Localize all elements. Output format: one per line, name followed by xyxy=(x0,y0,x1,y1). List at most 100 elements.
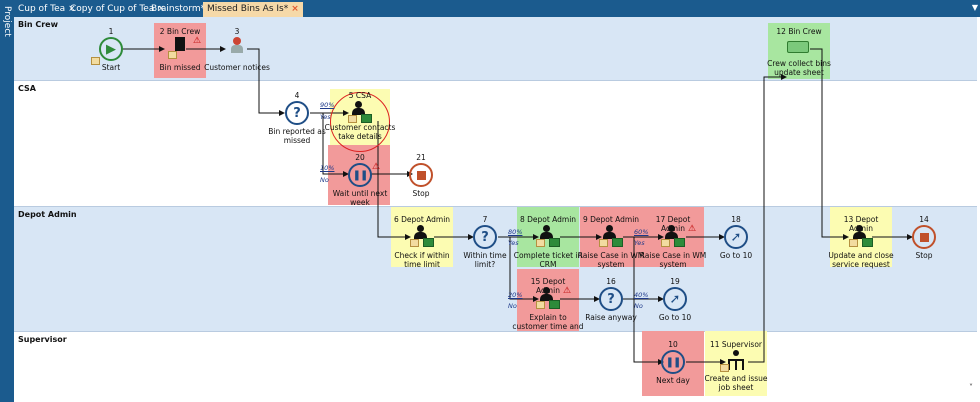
bin-icon xyxy=(168,37,192,59)
person-at-computer-icon xyxy=(536,287,560,309)
node-label: Raise Case in WM system xyxy=(639,251,707,269)
person-at-computer-icon xyxy=(849,225,873,247)
node-label: Stop xyxy=(412,189,430,198)
node-create-and-issue-job-sheet[interactable]: 11 Supervisor Create and issue job sheet xyxy=(704,340,767,396)
branch-percent: 60% xyxy=(634,228,649,236)
node-label: Raise anyway xyxy=(585,313,637,322)
tab-cup-of-tea[interactable]: Cup of Tea× xyxy=(18,2,76,17)
start-icon: ▶ xyxy=(99,37,123,61)
node-stop-end[interactable]: 14 Stop xyxy=(902,215,946,271)
node-number: 2 Bin Crew xyxy=(159,27,201,36)
branch-label: No xyxy=(634,302,643,310)
node-wait-until-next-week[interactable]: 20 ❚❚ ⚠ Wait until next week xyxy=(332,153,388,209)
connector-5-6 xyxy=(377,121,411,240)
node-next-day[interactable]: 10 ❚❚ Next day xyxy=(644,340,702,396)
connector-9-10 xyxy=(633,237,664,365)
node-label: Raise Case in WM system xyxy=(577,251,645,269)
branch-label: Yes xyxy=(320,113,331,121)
node-complete-ticket-in-crm[interactable]: 8 Depot Admin Complete ticket in CRM xyxy=(514,215,583,271)
project-sidebar[interactable]: Project xyxy=(0,0,14,402)
stop-icon xyxy=(409,163,433,187)
node-crew-collect-bins[interactable]: 12 Bin Crew Crew collect bins update she… xyxy=(767,27,831,83)
node-update-and-close-service-request[interactable]: 13 Depot Admin Update and close service … xyxy=(828,215,893,271)
node-label: Bin missed xyxy=(159,63,201,72)
node-number: 3 xyxy=(234,27,240,36)
node-customer-contacts-take-details[interactable]: 5 CSA Customer contacts take details xyxy=(325,91,396,151)
node-go-to-10-2[interactable]: 19 ➚ Go to 10 xyxy=(653,277,697,333)
person-at-computer-icon xyxy=(536,225,560,247)
decision-icon: ? xyxy=(473,225,497,249)
decision-icon: ? xyxy=(285,101,309,125)
branch-percent: 80% xyxy=(508,228,523,236)
tab-copy-of-cup-of-tea[interactable]: Copy of Cup of Tea× xyxy=(70,2,165,17)
lane-label: Depot Admin xyxy=(18,210,77,219)
branch-label: No xyxy=(320,176,329,184)
lane-depot-admin xyxy=(14,207,977,332)
node-number: 18 xyxy=(731,215,741,224)
node-number: 7 xyxy=(482,215,488,224)
branch-percent: 20% xyxy=(508,291,523,299)
truck-icon xyxy=(787,37,811,59)
branch-label: Yes xyxy=(508,239,519,247)
node-number: 10 xyxy=(668,340,678,349)
branch-label: No xyxy=(508,302,517,310)
node-number: 4 xyxy=(294,91,300,100)
node-label: Within time limit? xyxy=(463,251,507,269)
decision-icon: ? xyxy=(599,287,623,311)
node-number: 20 xyxy=(355,153,365,162)
close-icon[interactable]: × xyxy=(68,4,76,14)
node-bin-reported-as-missed[interactable]: 4 ? Bin reported as missed xyxy=(268,91,326,161)
scroll-down-icon[interactable]: ˅ xyxy=(969,383,973,392)
node-raise-case-in-wm-system-2[interactable]: 17 Depot Admin ⚠ Raise Case in WM system xyxy=(640,215,706,271)
tab-label: Cup of Tea xyxy=(18,4,66,14)
warning-icon: ⚠ xyxy=(193,36,202,46)
tab-label: Copy of Cup of Tea xyxy=(70,4,155,14)
connector-layer xyxy=(121,46,913,365)
wait-icon: ❚❚ xyxy=(661,350,685,374)
lane-csa xyxy=(14,81,977,207)
node-number: 9 Depot Admin xyxy=(582,215,640,224)
tab-label: Brainstorm* xyxy=(151,4,206,14)
node-stop[interactable]: 21 Stop xyxy=(399,153,443,209)
branch-percent: 10% xyxy=(320,164,335,172)
person-at-computer-icon xyxy=(661,225,685,247)
node-start[interactable]: 1 ▶ Start xyxy=(89,27,133,87)
close-icon[interactable]: × xyxy=(157,4,165,14)
node-label: Check if within time limit xyxy=(394,251,450,269)
stop-icon xyxy=(912,225,936,249)
person-at-computer-icon xyxy=(348,101,372,123)
node-bin-missed[interactable]: 2 Bin Crew ⚠ Bin missed xyxy=(153,27,207,87)
branch-percent: 40% xyxy=(634,291,649,299)
node-raise-case-in-wm-system[interactable]: 9 Depot Admin Raise Case in WM system xyxy=(578,215,644,271)
node-within-time-limit[interactable]: 7 ? Within time limit? xyxy=(460,215,510,271)
tab-menu-chevron-icon[interactable]: ▼ xyxy=(971,3,978,12)
process-map-canvas[interactable]: Bin Crew CSA Depot Admin Supervisor xyxy=(14,17,977,402)
node-number: 19 xyxy=(670,277,680,286)
node-number: 16 xyxy=(606,277,616,286)
node-customer-notices[interactable]: 3 Customer notices xyxy=(204,27,270,87)
node-number: 6 Depot Admin xyxy=(393,215,451,224)
tab-missed-bins-as-is[interactable]: Missed Bins As Is*× xyxy=(203,2,303,17)
warning-icon: ⚠ xyxy=(563,286,572,296)
node-label: Start xyxy=(101,63,121,72)
sidebar-label: Project xyxy=(2,6,12,37)
node-go-to-10[interactable]: 18 ➚ Go to 10 xyxy=(714,215,758,271)
node-number: 8 Depot Admin xyxy=(519,215,577,224)
node-label: Customer notices xyxy=(204,63,270,72)
node-label: Wait until next week xyxy=(332,189,388,207)
node-number: 11 Supervisor xyxy=(709,340,762,349)
node-explain-to-customer[interactable]: 15 Depot Admin ⚠ Explain to customer tim… xyxy=(512,277,583,333)
node-label: Go to 10 xyxy=(719,251,753,260)
connector-3-4 xyxy=(247,48,285,116)
node-label: Next day xyxy=(656,376,690,385)
node-raise-anyway[interactable]: 16 ? Raise anyway xyxy=(585,277,637,333)
close-icon[interactable]: × xyxy=(291,4,299,14)
node-label: Complete ticket in CRM xyxy=(513,251,583,269)
person-at-computer-icon xyxy=(599,225,623,247)
node-label: Explain to customer time and xyxy=(512,313,584,331)
node-check-within-time-limit[interactable]: 6 Depot Admin Check if within time limit xyxy=(393,215,451,271)
lane-label: Bin Crew xyxy=(18,20,58,29)
node-number: 5 CSA xyxy=(348,91,372,100)
connector-7-15 xyxy=(509,237,539,302)
red-circle-annotation xyxy=(330,92,390,152)
